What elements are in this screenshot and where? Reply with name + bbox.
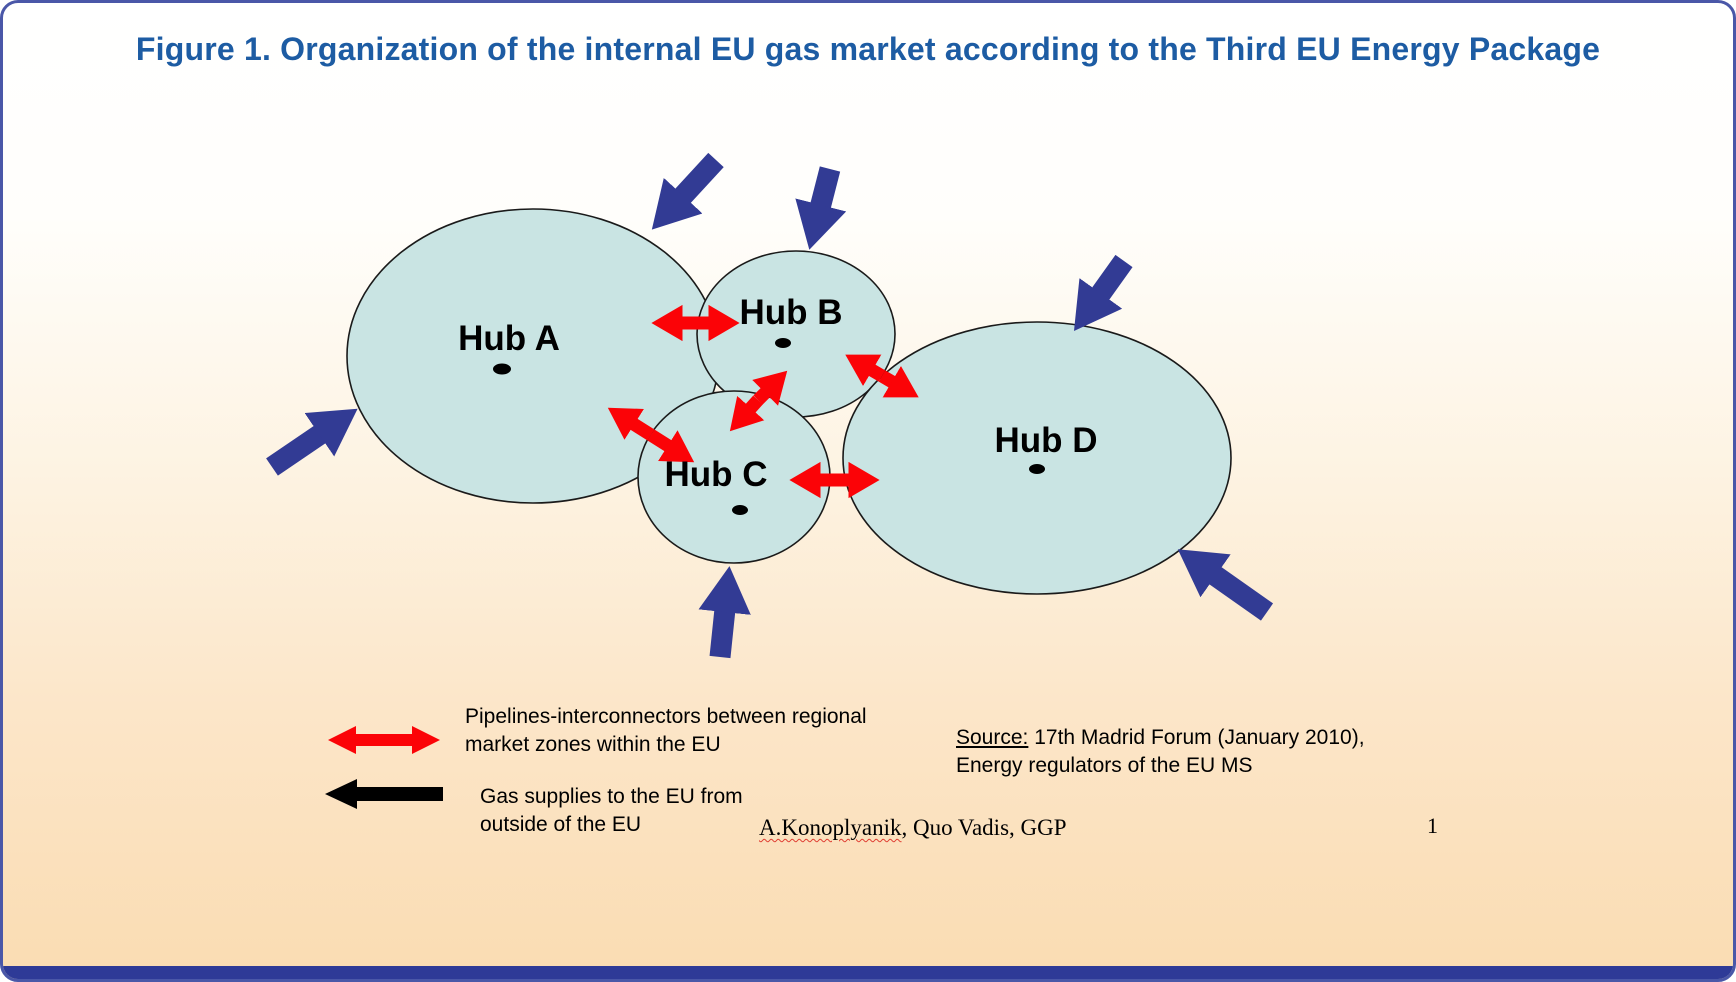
page-title-text: Figure 1. Organization of the internal E…	[135, 31, 1601, 67]
footer-rest: , Quo Vadis, GGP	[901, 815, 1067, 840]
gas-market-diagram: Hub A Hub B Hub C Hub D	[266, 152, 1274, 659]
source-note: Source: 17th Madrid Forum (January 2010)…	[956, 724, 1366, 780]
interconnector-a-c	[607, 407, 695, 463]
supply-arrow-into-hub-a-upper-right	[651, 152, 724, 230]
hub-a-dot	[493, 363, 511, 375]
hub-d-dot	[1029, 464, 1045, 474]
supply-arrow-into-hub-d-lower-right	[1177, 549, 1274, 621]
page-title: Figure 1. Organization of the internal E…	[3, 29, 1733, 71]
interconnector-b-c	[729, 370, 788, 432]
black-left-arrow-icon	[325, 779, 443, 809]
footer-author: A.Konoplyanik	[759, 815, 902, 840]
hub-b-dot	[775, 338, 791, 348]
hub-d-ellipse	[842, 321, 1232, 595]
supply-arrow-into-hub-c-bottom	[698, 566, 751, 659]
legend-text-gas-supplies: Gas supplies to the EU from outside of t…	[480, 785, 743, 836]
hub-a-label: Hub A	[458, 319, 560, 358]
supply-arrow-into-hub-a-lower-left	[266, 408, 358, 476]
source-label: Source:	[956, 726, 1029, 749]
footer-credit: A.Konoplyanik, Quo Vadis, GGP	[759, 815, 1067, 841]
page-number: 1	[1427, 813, 1438, 838]
legend-text-interconnectors: Pipelines-interconnectors between region…	[465, 705, 867, 756]
supply-arrow-into-hub-b-top	[795, 166, 847, 250]
source-text: 17th Madrid Forum (January 2010), Energy…	[956, 726, 1365, 777]
hub-c-label: Hub C	[664, 455, 767, 494]
bottom-bar	[3, 966, 1733, 979]
interconnector-b-d	[845, 354, 919, 398]
hub-d-label: Hub D	[994, 421, 1097, 460]
red-double-arrow-icon	[328, 726, 440, 754]
hub-b-label: Hub B	[739, 293, 842, 332]
supply-arrow-into-hub-d-upper-right	[1073, 254, 1133, 332]
hub-c-dot	[732, 505, 748, 515]
